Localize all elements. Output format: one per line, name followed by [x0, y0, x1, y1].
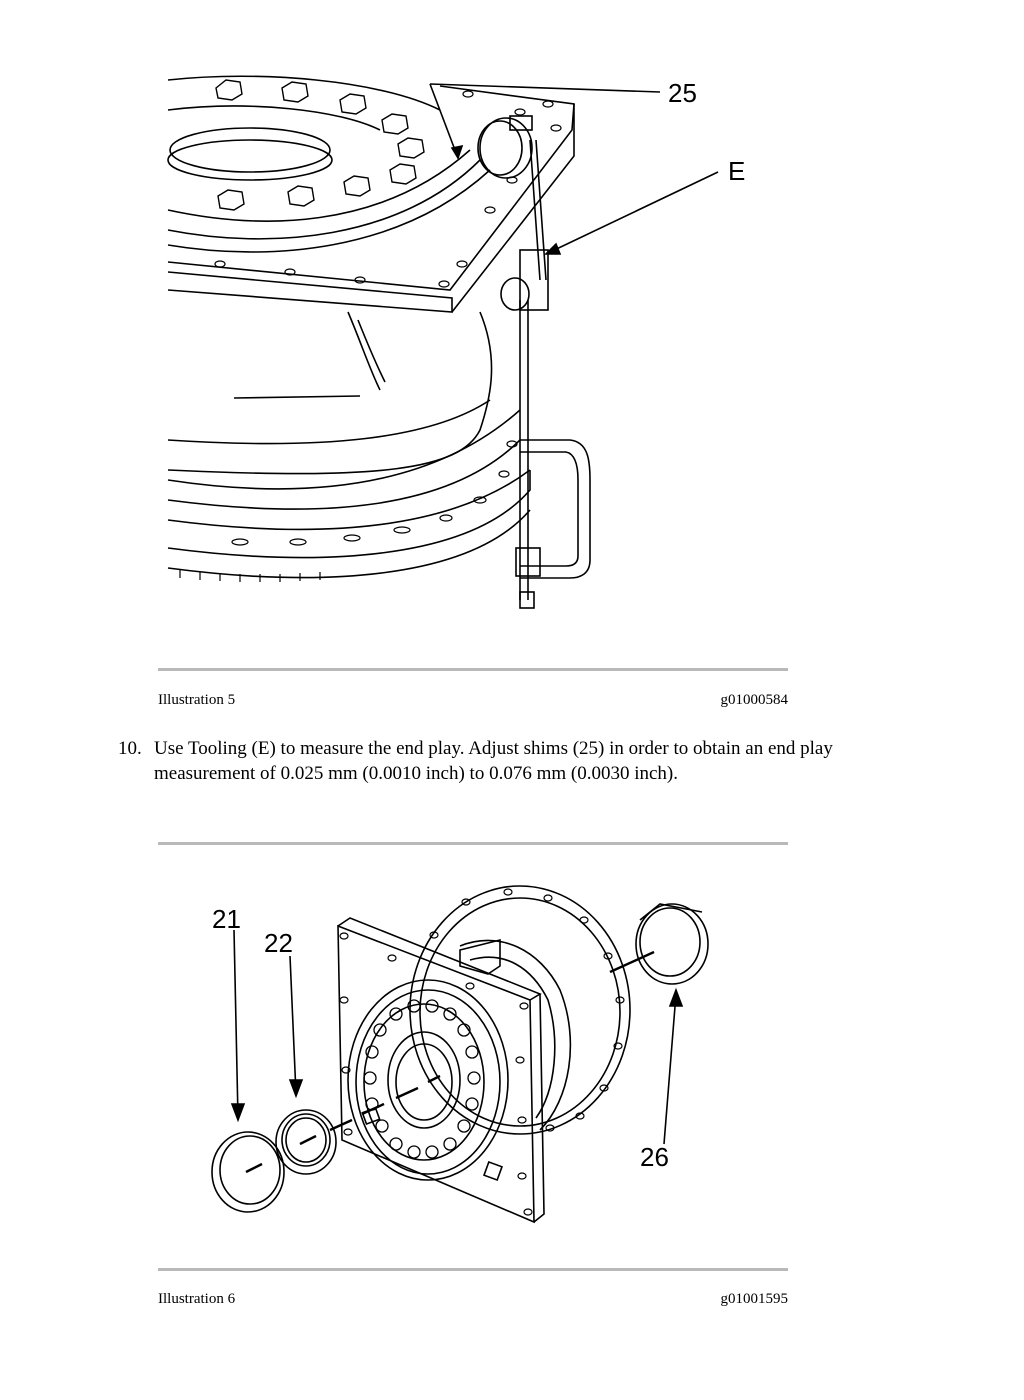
illustration-5-label: Illustration 5 [158, 692, 236, 708]
illustration-6-bottom-rule [158, 1268, 788, 1271]
illustration-5-caption: Illustration 5 g01000584 [158, 692, 788, 709]
illustration-5-drawing: 25 E [167, 75, 745, 609]
illustration-5-id: g01000584 [720, 692, 789, 708]
callout-22: 22 [264, 928, 293, 958]
step-10: 10. Use Tooling (E) to measure the end p… [118, 736, 918, 786]
callout-25: 25 [668, 78, 697, 108]
illustration-6-drawing: 21 22 26 [211, 885, 709, 1224]
step-number: 10. [118, 738, 142, 759]
illustration-5-top-rule [158, 668, 788, 671]
illustration-6-caption: Illustration 6 g01001595 [158, 1291, 788, 1308]
illustration-6-label: Illustration 6 [158, 1291, 236, 1307]
illustration-6-top-rule [158, 842, 788, 845]
illustration-6-id: g01001595 [720, 1291, 789, 1307]
callout-26: 26 [640, 1142, 669, 1172]
callout-21: 21 [212, 904, 241, 934]
callout-e: E [728, 156, 745, 186]
step-text: Use Tooling (E) to measure the end play.… [154, 738, 833, 784]
